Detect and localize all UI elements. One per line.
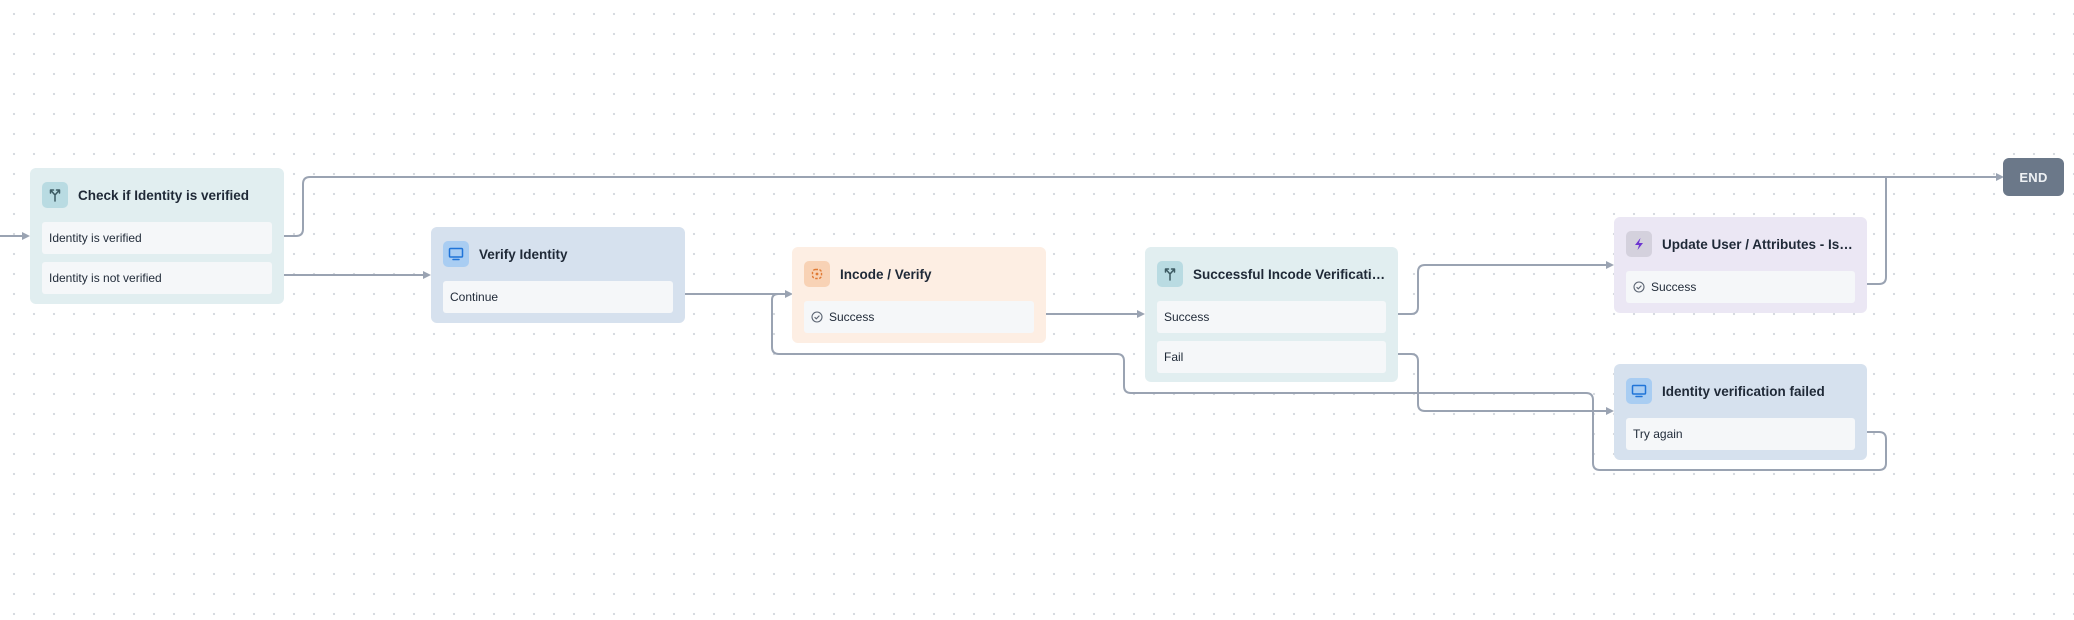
branch-fail[interactable]: Fail <box>1157 341 1386 373</box>
edge-arrow <box>22 232 30 240</box>
edge-arrow <box>1606 261 1614 269</box>
branch-success[interactable]: Success <box>1157 301 1386 333</box>
node-successful-incode-verification[interactable]: Successful Incode Verification Success F… <box>1145 247 1398 382</box>
end-node[interactable]: END <box>2003 158 2064 196</box>
edge-fail-to-failed <box>1386 353 1607 412</box>
node-incode-verify[interactable]: Incode / Verify Success <box>792 247 1046 343</box>
row-label: Fail <box>1164 350 1184 364</box>
node-verify-identity[interactable]: Verify Identity Continue <box>431 227 685 323</box>
node-header: Check if Identity is verified <box>42 168 272 222</box>
outcome-success[interactable]: Success <box>804 301 1034 333</box>
check-circle-icon <box>1633 281 1645 293</box>
node-header: Update User / Attributes - Is ide... <box>1626 217 1855 271</box>
row-label: Continue <box>450 290 499 304</box>
node-title: Successful Incode Verification <box>1193 266 1386 282</box>
incode-icon <box>804 261 830 287</box>
edge-arrow <box>1606 407 1614 415</box>
edge-arrow <box>1137 310 1145 318</box>
node-title: Identity verification failed <box>1662 383 1825 399</box>
row-label: Identity is verified <box>49 231 142 245</box>
node-title: Update User / Attributes - Is ide... <box>1662 236 1855 252</box>
check-circle-icon <box>811 311 823 323</box>
node-title: Check if Identity is verified <box>78 187 250 203</box>
branch-icon <box>1157 261 1183 287</box>
row-label: Success <box>1164 310 1210 324</box>
outcome-success[interactable]: Success <box>1626 271 1855 303</box>
row-label: Success <box>829 310 875 324</box>
node-header: Verify Identity <box>443 227 673 281</box>
edge-arrow <box>423 271 431 279</box>
node-title: Incode / Verify <box>840 266 932 282</box>
row-label: Try again <box>1633 427 1683 441</box>
node-check-identity-verified[interactable]: Check if Identity is verified Identity i… <box>30 168 284 304</box>
branch-identity-not-verified[interactable]: Identity is not verified <box>42 262 272 294</box>
row-label: Success <box>1651 280 1697 294</box>
node-header: Incode / Verify <box>804 247 1034 301</box>
action-continue[interactable]: Continue <box>443 281 673 313</box>
monitor-icon <box>1626 378 1652 404</box>
branch-identity-verified[interactable]: Identity is verified <box>42 222 272 254</box>
node-header: Identity verification failed <box>1626 364 1855 418</box>
edge-success-to-update <box>1386 264 1607 315</box>
node-title: Verify Identity <box>479 246 568 262</box>
branch-icon <box>42 182 68 208</box>
end-label: END <box>2019 169 2048 185</box>
node-update-user-attributes[interactable]: Update User / Attributes - Is ide... Suc… <box>1614 217 1867 313</box>
lightning-icon <box>1626 231 1652 257</box>
node-header: Successful Incode Verification <box>1157 247 1386 301</box>
monitor-icon <box>443 241 469 267</box>
node-identity-verification-failed[interactable]: Identity verification failed Try again <box>1614 364 1867 460</box>
action-try-again[interactable]: Try again <box>1626 418 1855 450</box>
row-label: Identity is not verified <box>49 271 162 285</box>
